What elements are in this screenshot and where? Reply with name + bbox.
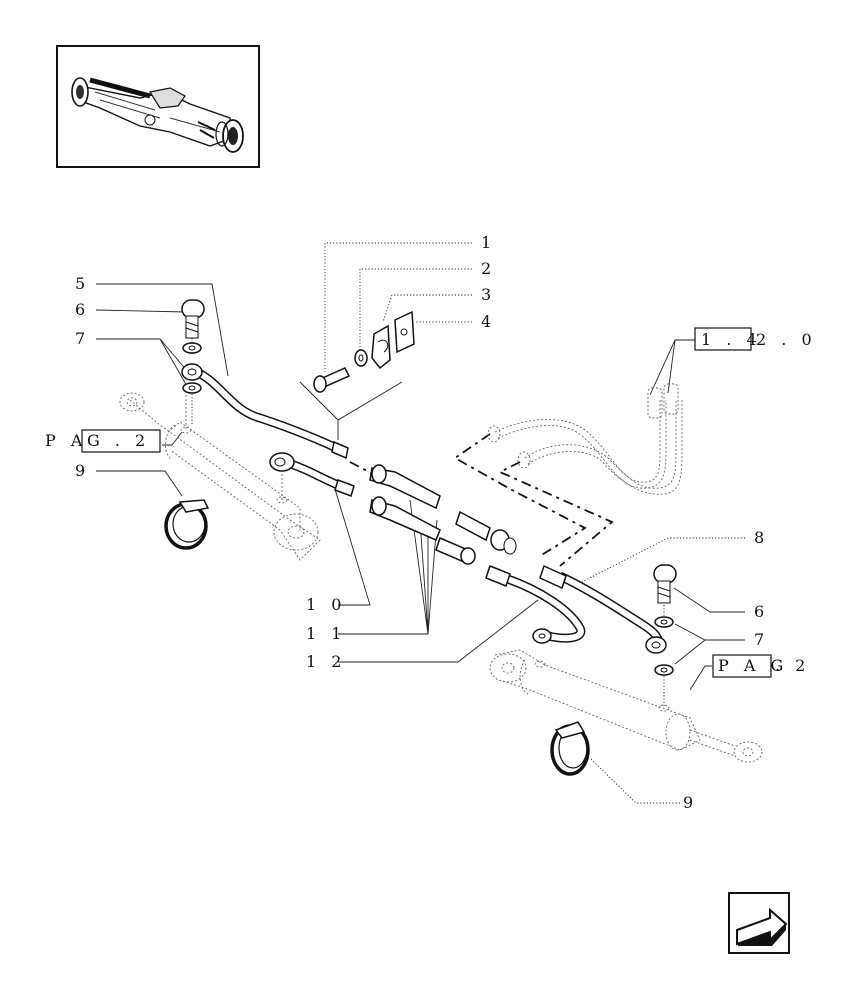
ref-pag-right-box: [712, 654, 772, 678]
ref-pag-left-boxed: G . 2: [87, 431, 150, 450]
callout-4: 4: [481, 312, 496, 331]
right-steering-cylinder: [489, 649, 763, 763]
callout-7-right: 7: [754, 630, 769, 649]
pipe-10: [269, 452, 355, 497]
pipe-8: [539, 564, 667, 654]
callout-3: 3: [481, 285, 496, 304]
flexible-hoses: [487, 383, 683, 495]
callout-6-right: 6: [754, 602, 769, 621]
hose-clamp-9-left: [164, 499, 210, 550]
leader-lines: [95, 242, 745, 804]
pipe-12: [485, 565, 586, 644]
left-steering-cylinder: [119, 392, 321, 561]
ref-pag-right-boxed: P A G: [718, 656, 788, 675]
callout-10: 1 0: [306, 595, 346, 614]
callout-1: 1: [481, 233, 496, 252]
ref-1-42-0[interactable]: 1 . 4 2 . 0: [694, 327, 817, 351]
ref-1-42-0-rest-text: 2 . 0: [756, 330, 817, 349]
bolt-1: [313, 367, 351, 393]
next-page-arrow-icon: [736, 907, 788, 946]
banjo-bolt-6-right: [653, 564, 677, 584]
ref-pag-2-left[interactable]: P A G . 2: [45, 429, 161, 453]
next-page-button[interactable]: [728, 892, 790, 954]
clip-3: [371, 324, 391, 370]
callout-5: 5: [75, 274, 90, 293]
banjo-bolt-6-left: [181, 299, 205, 339]
washer-2: [354, 349, 368, 367]
callout-7-left: 7: [75, 329, 90, 348]
callout-11: 1 1: [306, 624, 346, 643]
ref-1-42-0-box: [694, 327, 752, 351]
left-banjo-bolt-stack: [181, 299, 205, 425]
axle-thumbnail[interactable]: [56, 45, 260, 168]
clamp-assembly: [313, 310, 415, 393]
right-banjo-bolt-stack: [653, 564, 677, 708]
ref-pag-left-box: [81, 429, 161, 453]
hose-routing-lines: [349, 433, 614, 567]
plate-4: [394, 310, 415, 354]
axle-assembly-icon: [71, 77, 244, 153]
ref-pag-left-plain: P A: [45, 431, 87, 450]
ref-1-42-0-boxed-text: 1 . 4: [701, 330, 762, 349]
ref-pag-2-right[interactable]: P A G . 2: [712, 654, 810, 678]
ref-pag-right-plain: . 2: [775, 656, 810, 675]
callout-labels: 1 2 3 4 5 6 7 9 1 0 1 1 1 2 8 6 7 9: [75, 233, 769, 812]
hose-clamp-9-right: [550, 721, 590, 776]
callout-8: 8: [754, 528, 769, 547]
callout-12: 1 2: [306, 652, 346, 671]
pipe-5: [181, 363, 349, 460]
callout-2: 2: [481, 259, 496, 278]
callout-9-left: 9: [75, 461, 90, 480]
callout-9-right: 9: [683, 793, 698, 812]
callout-6-left: 6: [75, 300, 90, 319]
unions-11: [369, 464, 517, 565]
